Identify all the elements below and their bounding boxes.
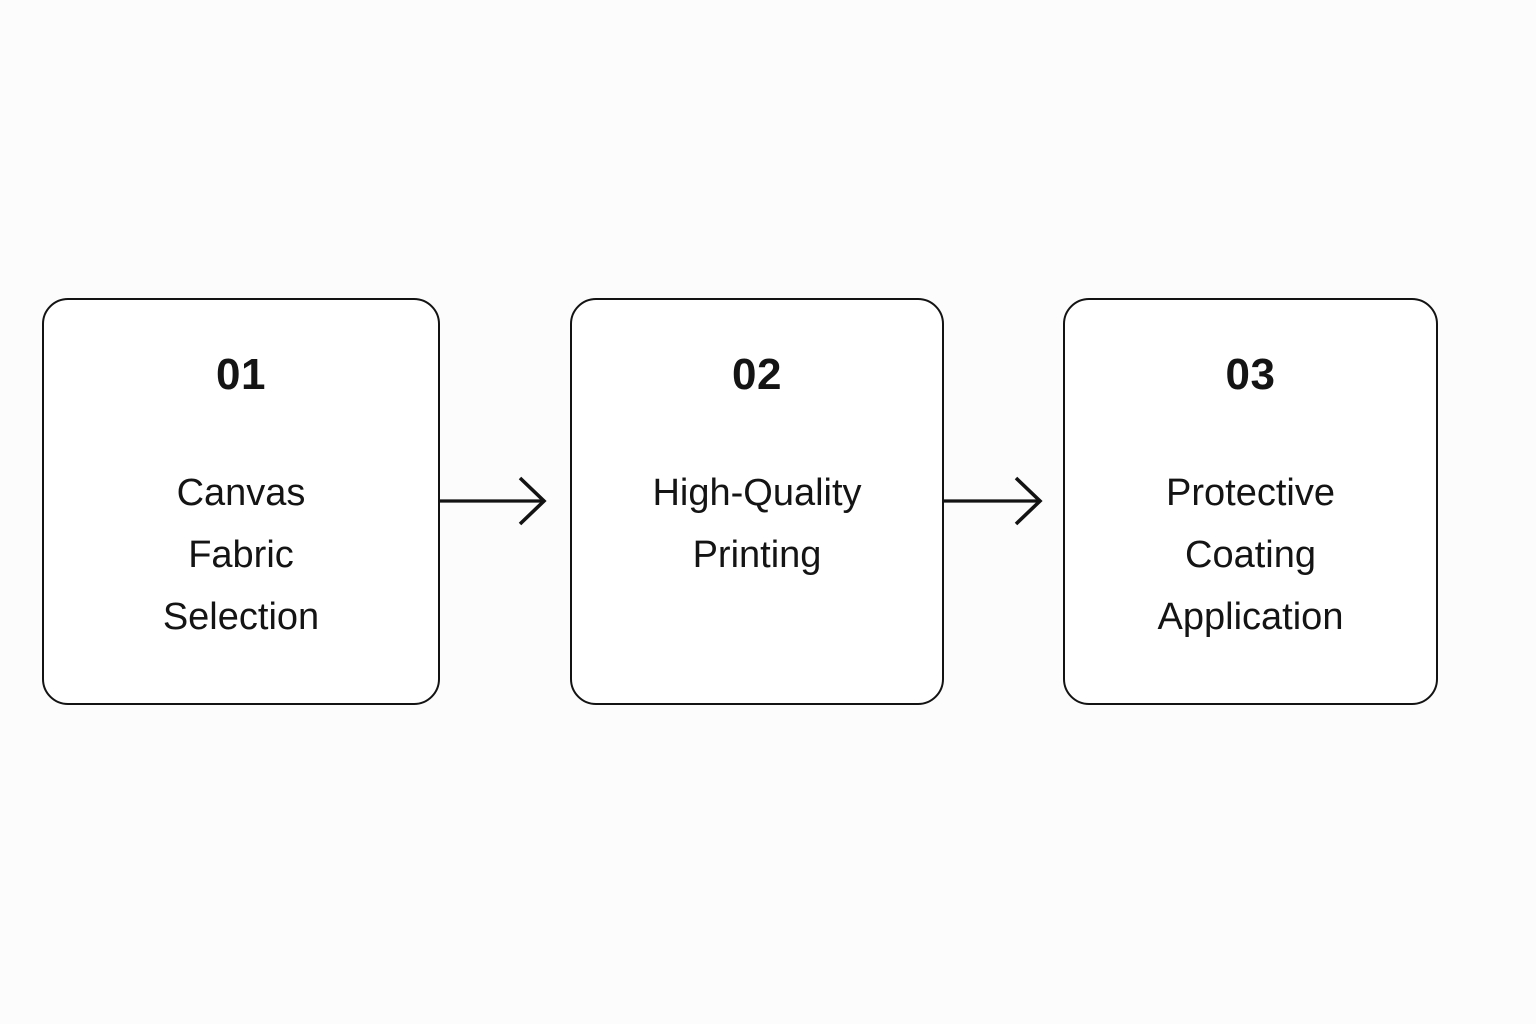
process-step-02[interactable]: 02 High-Quality Printing — [570, 298, 944, 705]
step-label-03: Protective Coating Application — [1157, 472, 1344, 638]
arrow-right-icon — [944, 476, 1043, 526]
step-number-02: 02 — [732, 350, 782, 399]
step-label-01: Canvas Fabric Selection — [162, 472, 320, 638]
step-number-03: 03 — [1225, 350, 1276, 399]
process-step-01[interactable]: 01 Canvas Fabric Selection — [42, 298, 440, 705]
step-number-01: 01 — [216, 350, 266, 399]
step-label-02: High-Quality Printing — [652, 472, 862, 576]
connector-arrow-02-to-03 — [942, 470, 1046, 532]
connector-arrow-01-to-02 — [438, 470, 550, 532]
process-step-03[interactable]: 03 Protective Coating Application — [1063, 298, 1438, 705]
arrow-right-icon — [440, 476, 547, 526]
